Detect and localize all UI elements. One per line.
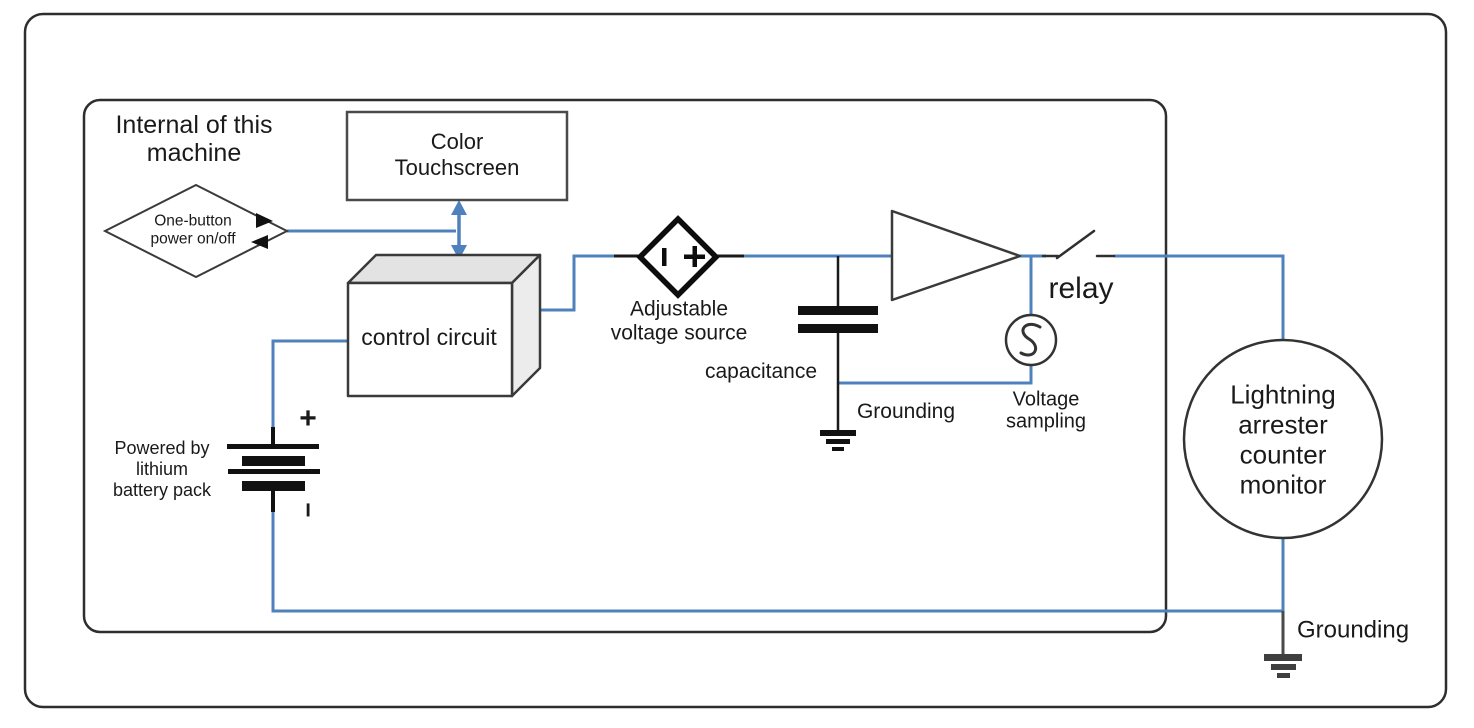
polarity-minus-mark: [662, 248, 667, 266]
monitor-circle: [1182, 338, 1384, 540]
control-circuit-box: [346, 253, 542, 398]
touchscreen-box: [345, 110, 569, 202]
ground-symbol-output: [1264, 611, 1302, 678]
amplifier-symbol: [890, 209, 1022, 302]
wire-network: [271, 210, 1285, 613]
voltage-source-symbol: [614, 215, 744, 299]
flow-arrow-right-icon: [256, 213, 273, 228]
power-button-diamond: [102, 183, 290, 279]
relay-switch-symbol: [1041, 229, 1116, 260]
flow-arrow-left-icon: [251, 235, 268, 249]
voltage-sampling-symbol: [1004, 313, 1058, 367]
sine-wave-icon: [1019, 322, 1042, 357]
battery-symbol: [227, 427, 320, 512]
ground-symbol-capacitor: [820, 430, 856, 451]
polarity-plus-mark: [684, 246, 705, 267]
machine-internal-frame: [82, 98, 1168, 634]
capacitor-symbol: [798, 256, 878, 432]
bidirectional-arrow: [451, 200, 467, 260]
